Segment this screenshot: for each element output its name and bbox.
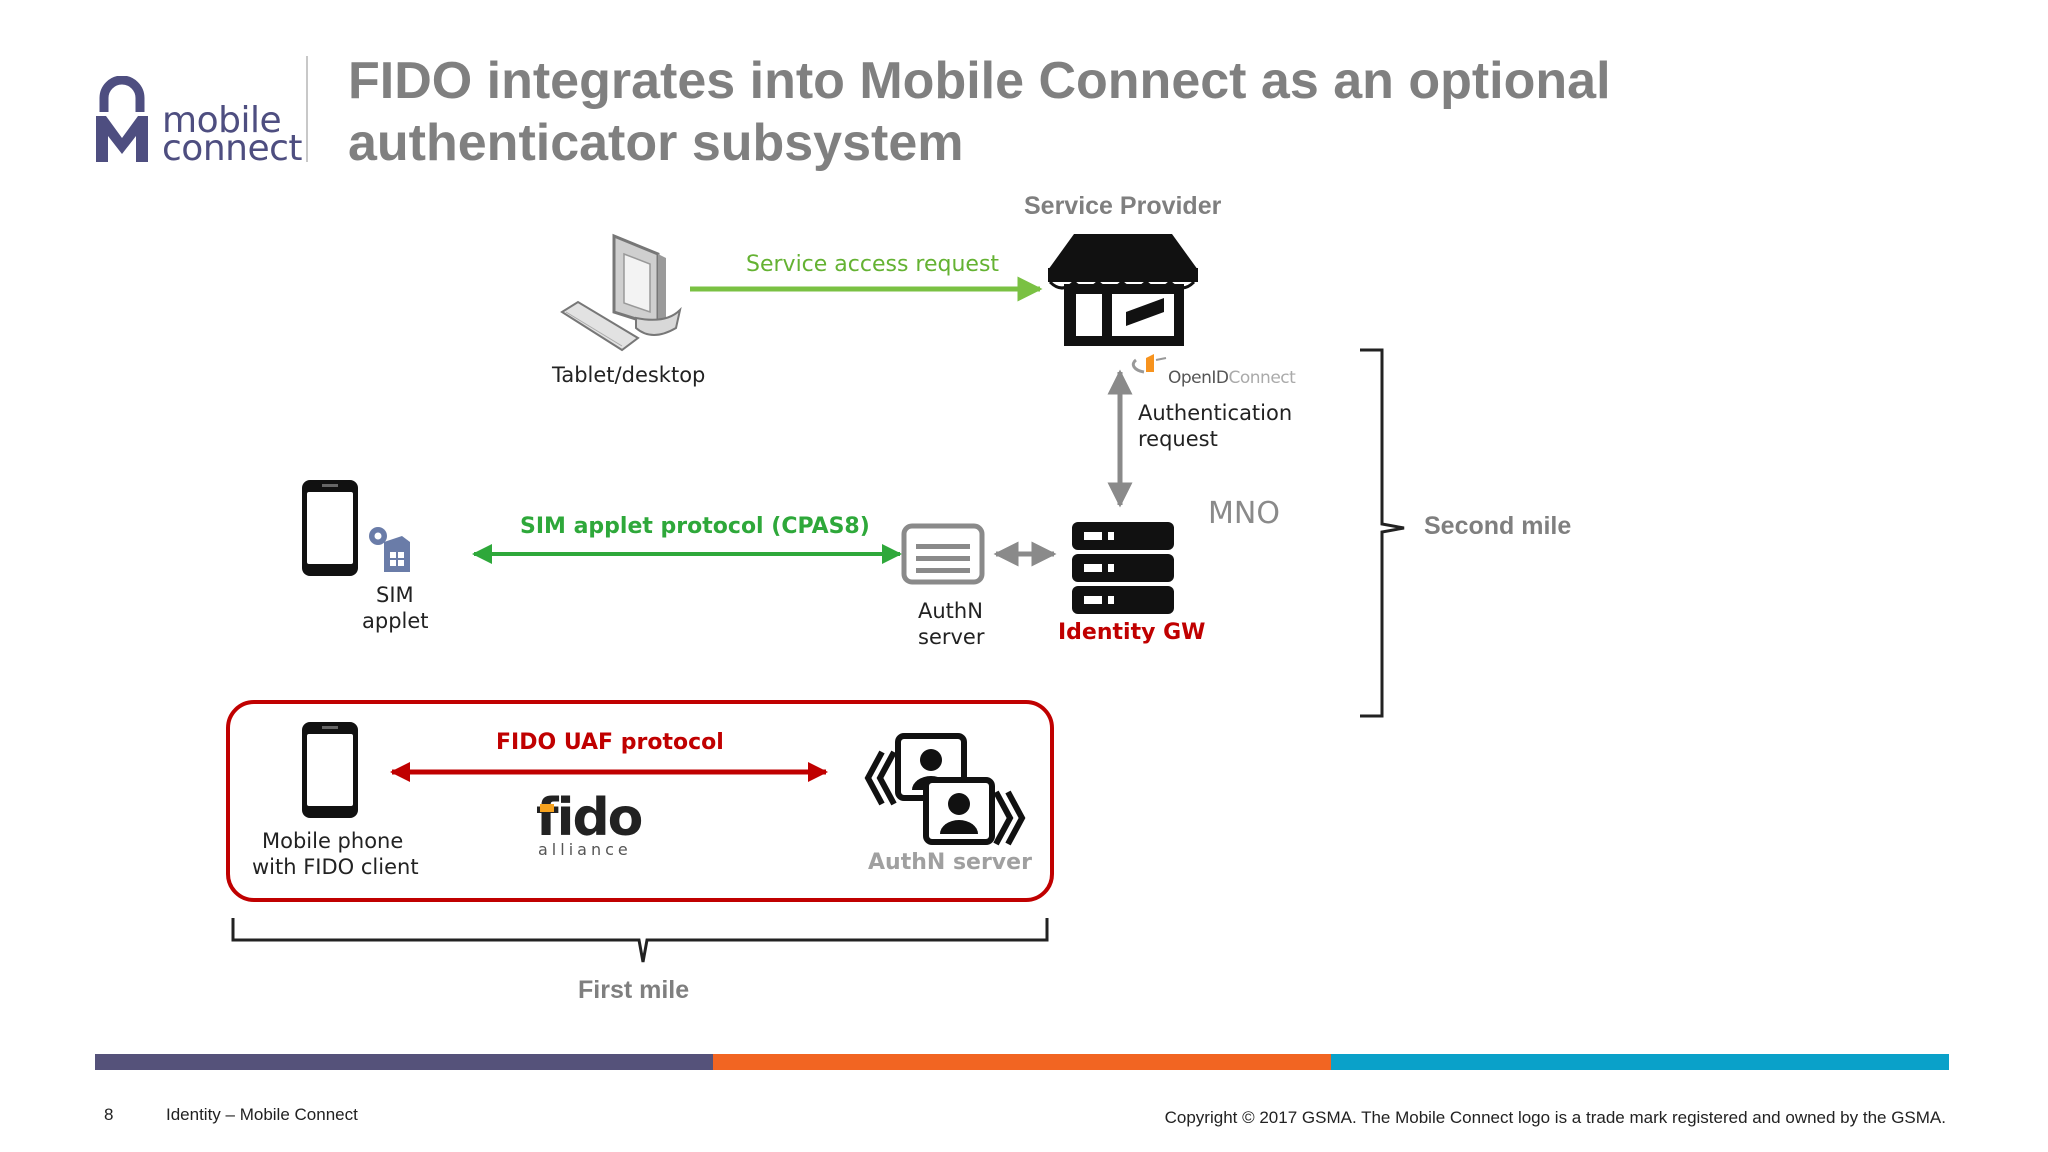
first-mile-bracket — [231, 918, 1049, 963]
second-mile-label: Second mile — [1424, 512, 1572, 540]
authentication-request-label-line2: request — [1138, 427, 1218, 451]
service-provider-label: Service Provider — [1024, 192, 1222, 220]
openid-connect-logo: OpenIDConnect — [1168, 368, 1296, 388]
footer-section: Identity – Mobile Connect — [166, 1105, 358, 1124]
fido-alliance-logo: fido alliance — [536, 788, 646, 862]
openid-logo-icon — [1131, 354, 1167, 374]
sim-label-line2: applet — [362, 609, 429, 633]
fido-subsystem-box — [226, 700, 1054, 902]
fido-logo-main-text: fido — [536, 788, 643, 848]
logo-text-mobile: mobile — [162, 100, 282, 141]
sim-label-line1: SIM — [376, 583, 414, 607]
fido-authn-server-icon — [864, 733, 1026, 846]
footer-bar-purple — [95, 1054, 713, 1070]
fido-logo-accent — [540, 804, 554, 812]
mobile-phone-label-line2: with FIDO client — [252, 855, 419, 879]
sim-applet-icon — [369, 527, 410, 572]
mobile-connect-logo: mobile connect — [90, 72, 303, 172]
shop-icon — [1048, 234, 1198, 346]
identity-gw-label: Identity GW — [1058, 620, 1206, 645]
title-separator — [306, 56, 308, 162]
fido-uaf-protocol-label: FIDO UAF protocol — [496, 730, 724, 755]
tablet-desktop-label: Tablet/desktop — [552, 363, 706, 387]
footer-bar-blue — [1331, 1054, 1949, 1070]
authentication-request-label-line1: Authentication — [1138, 401, 1293, 425]
desktop-computer-icon — [560, 233, 682, 352]
mobile-connect-logo-icon — [96, 76, 148, 162]
sim-phone-icon — [302, 480, 358, 576]
fido-authn-server-label: AuthN server — [868, 850, 1032, 875]
openid-brand-text: OpenID — [1168, 368, 1229, 388]
fido-phone-icon — [302, 722, 358, 818]
fido-logo-sub-text: alliance — [538, 840, 632, 859]
second-mile-bracket — [1360, 348, 1405, 718]
authn-server-label-line2: server — [918, 625, 985, 649]
page-title-line2: authenticator subsystem — [348, 114, 964, 172]
footer-bar-orange — [713, 1054, 1331, 1070]
logo-text-connect: connect — [162, 128, 303, 169]
footer-copyright: Copyright © 2017 GSMA. The Mobile Connec… — [1164, 1108, 1946, 1127]
page-number: 8 — [104, 1105, 114, 1124]
sim-applet-protocol-label: SIM applet protocol (CPAS8) — [520, 514, 870, 539]
page-title-line1: FIDO integrates into Mobile Connect as a… — [348, 52, 1611, 110]
authn-server-label-line1: AuthN — [918, 599, 983, 623]
identity-gw-server-icon — [1072, 522, 1174, 614]
mobile-phone-label-line1: Mobile phone — [262, 829, 404, 853]
first-mile-label: First mile — [578, 976, 690, 1004]
openid-connect-text: Connect — [1228, 368, 1296, 388]
service-access-request-label: Service access request — [746, 252, 1000, 277]
mno-label: MNO — [1208, 496, 1280, 531]
authn-server-icon — [901, 523, 985, 585]
